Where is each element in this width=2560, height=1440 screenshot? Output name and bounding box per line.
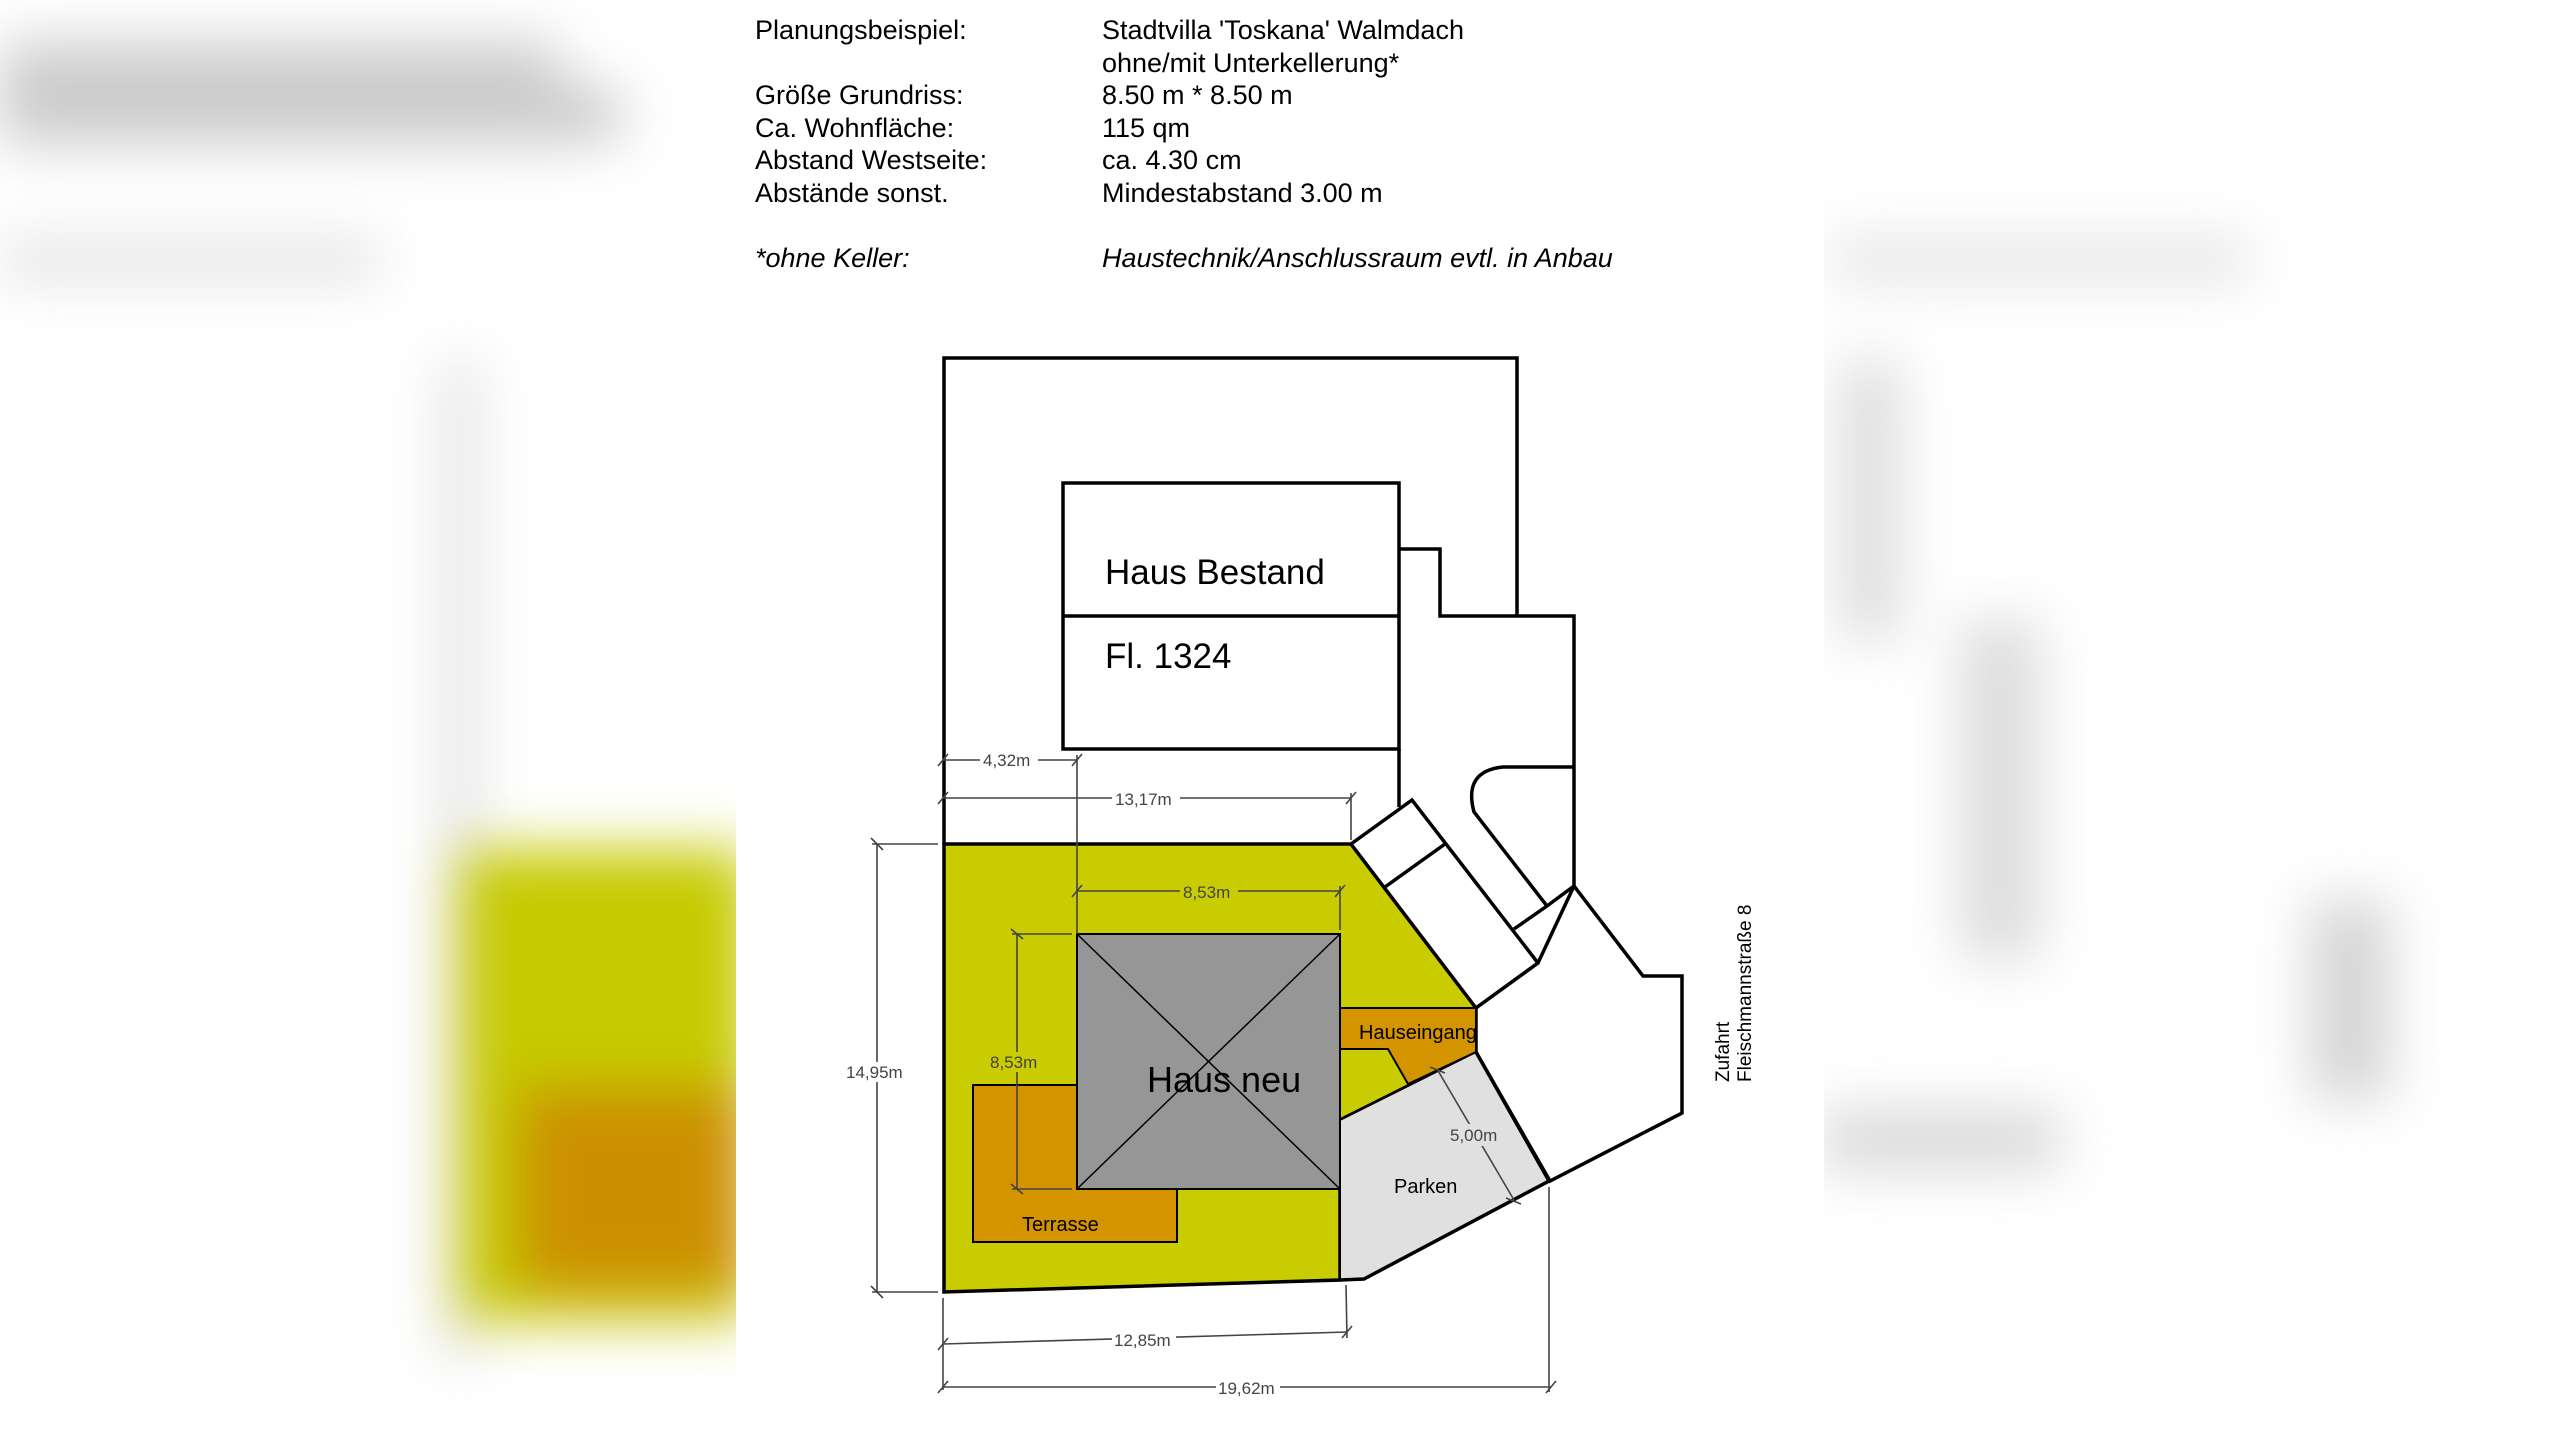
parcel-number: Fl. 1324 [1105,637,1231,676]
dim-north-width: 13,17m [1115,790,1172,809]
garage-structure [1348,797,1576,1011]
info-row-keller: ohne/mit Unterkellerung* [755,47,1613,80]
info-footnote: *ohne Keller: Haustechnik/Anschlussraum … [755,242,1613,275]
info-label: Ca. Wohnfläche: [755,112,955,143]
info-label: Abstände sonst. [755,177,949,208]
street-label-line1: Zufahrt [1713,1021,1734,1082]
info-value: 8.50 m * 8.50 m [1102,80,1293,111]
footnote-value: Haustechnik/Anschlussraum evtl. in Anbau [1102,243,1613,274]
existing-house: Haus Bestand Fl. 1324 [1061,481,1576,886]
driveway-curb [1469,765,1574,908]
info-value: Mindestabstand 3.00 m [1102,177,1383,208]
info-row-abstaende: Abstände sonst. Mindestabstand 3.00 m [755,177,1613,210]
dim-west-offset: 4,32m [983,751,1030,770]
new-house: Haus neu [1076,933,1341,1190]
dim-parking-width: 5,00m [1450,1126,1497,1145]
dimension-labels: 4,32m 13,17m 8,53m 8,53m 14,95m 5,00m 12… [846,750,1504,1398]
dim-total-width: 19,62m [1218,1379,1275,1398]
street-label: Zufahrt Fleischmannstraße 8 [1713,905,1756,1082]
street-label-line2: Fleischmannstraße 8 [1735,905,1756,1082]
info-value: 115 qm [1102,112,1191,143]
info-row-wohnflaeche: Ca. Wohnfläche: 115 qm [755,112,1613,145]
info-label: Abstand Westseite: [755,145,988,176]
project-info: Planungsbeispiel: Stadtvilla 'Toskana' W… [755,14,1613,275]
info-value: ca. 4.30 cm [1102,145,1242,176]
dim-south-width: 12,85m [1114,1331,1171,1350]
terrace-label: Terrasse [1022,1214,1099,1236]
entrance-label: Hauseingang [1359,1022,1477,1044]
parking-label: Parken [1394,1176,1457,1198]
footnote-label: *ohne Keller: [755,243,910,274]
dim-house-width: 8,53m [1183,883,1230,902]
dim-house-depth: 8,53m [990,1053,1037,1072]
info-label: Planungsbeispiel: [755,15,967,45]
info-row-westseite: Abstand Westseite: ca. 4.30 cm [755,144,1613,177]
dim-plot-depth: 14,95m [846,1063,903,1082]
info-value: Stadtvilla 'Toskana' Walmdach [1102,15,1464,45]
existing-house-title: Haus Bestand [1105,553,1325,592]
info-value: ohne/mit Unterkellerung* [1102,47,1400,78]
info-row-planungsbeispiel: Planungsbeispiel: Stadtvilla 'Toskana' W… [755,14,1613,47]
parcel-outline [942,356,1519,844]
info-label: Größe Grundriss: [755,80,964,111]
new-house-label: Haus neu [1147,1059,1301,1100]
info-row-grundriss: Größe Grundriss: 8.50 m * 8.50 m [755,79,1613,112]
